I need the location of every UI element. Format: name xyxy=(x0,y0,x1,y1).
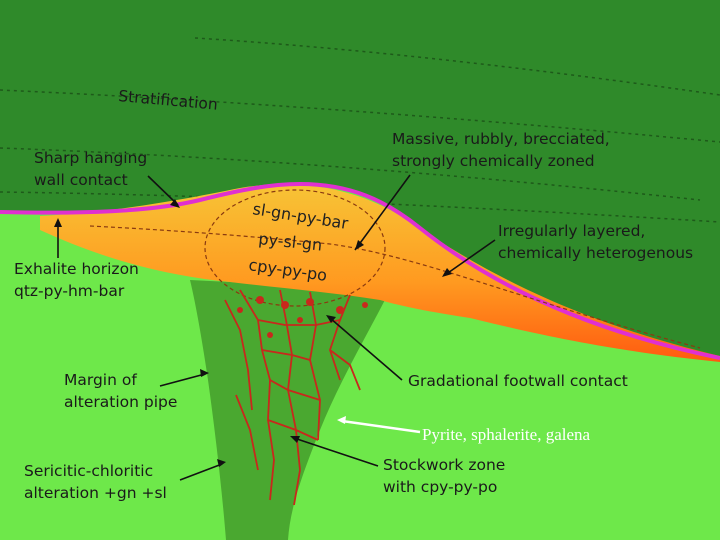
margin-arrowhead xyxy=(200,369,209,377)
margin-line2: alteration pipe xyxy=(64,393,177,411)
sericitic-line1: Sericitic-chloritic xyxy=(24,462,153,480)
sharp-contact-line1: Sharp hanging xyxy=(34,149,147,167)
massive-label-line1: Massive, rubbly, brecciated, xyxy=(392,130,610,148)
sharp-arrowhead xyxy=(170,199,180,208)
irregular-leader xyxy=(444,239,496,276)
sericitic-line2: alteration +gn +sl xyxy=(24,484,167,502)
exhalite-line1: Exhalite horizon xyxy=(14,260,139,278)
pyrite-label: Pyrite, sphalerite, galena xyxy=(422,425,591,444)
sharp-contact-line2: wall contact xyxy=(34,171,128,189)
exhalite-line2: qtz-py-hm-bar xyxy=(14,282,125,300)
sericitic-arrowhead xyxy=(217,459,226,467)
irregular-line1: Irregularly layered, xyxy=(498,222,645,240)
pyrite-arrowhead xyxy=(337,416,346,424)
sericitic-leader xyxy=(179,463,223,481)
ore-zone-boundaries xyxy=(89,189,701,349)
stockwork-line1: Stockwork zone xyxy=(383,456,505,474)
stockwork-leader xyxy=(293,437,379,467)
gradational-label: Gradational footwall contact xyxy=(408,372,628,390)
exhalite-arrowhead xyxy=(54,218,62,227)
alteration-pipe xyxy=(190,280,390,540)
gradational-leader xyxy=(329,317,403,381)
margin-line1: Margin of xyxy=(64,371,137,389)
exhalite-horizon xyxy=(0,181,720,360)
irregular-arrowhead xyxy=(442,268,452,277)
massive-arrowhead xyxy=(355,240,364,250)
irregular-line2: chemically heterogenous xyxy=(498,244,693,262)
stockwork-arrowhead xyxy=(290,436,300,443)
pyrite-leader xyxy=(341,419,421,434)
massive-label-line2: strongly chemically zoned xyxy=(392,152,595,170)
stockwork-network xyxy=(237,296,368,338)
margin-leader xyxy=(159,373,206,387)
massive-leader xyxy=(354,174,411,251)
stockwork-line2: with cpy-py-po xyxy=(383,478,497,496)
gradational-arrowhead xyxy=(326,315,336,323)
sharp-leader xyxy=(147,175,179,206)
